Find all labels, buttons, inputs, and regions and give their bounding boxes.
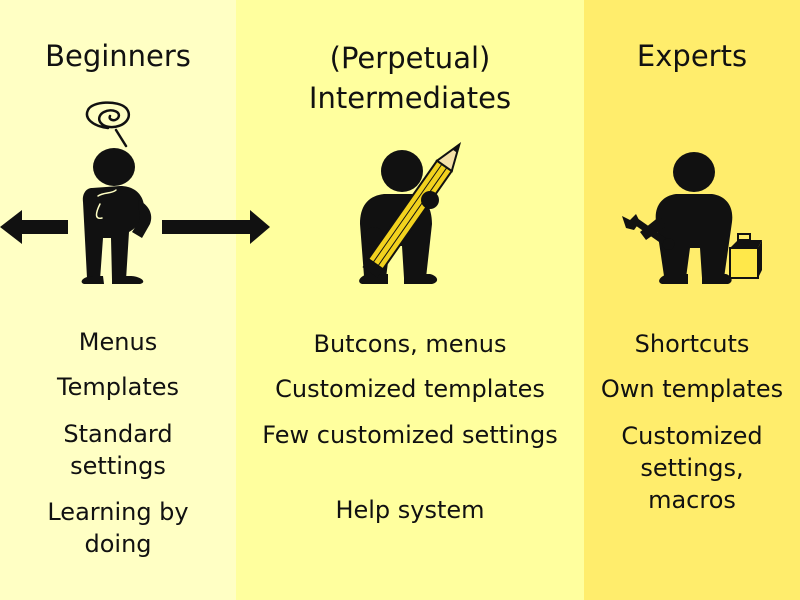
list-item: Few customized settings bbox=[262, 421, 558, 449]
list-item: Learning by doing bbox=[47, 498, 189, 558]
confused-figure-icon bbox=[81, 101, 152, 284]
bidirectional-arrow-icon bbox=[0, 210, 270, 244]
toolbox-icon bbox=[729, 233, 762, 279]
list-item: Customized templates bbox=[275, 375, 545, 403]
figure-with-tools-icon bbox=[622, 152, 762, 284]
column-title-experts: Experts bbox=[636, 39, 748, 73]
scribble-icon bbox=[85, 101, 131, 148]
list-item: Menus bbox=[78, 328, 158, 356]
list-item: Templates bbox=[56, 373, 179, 401]
arrow-right-icon bbox=[162, 210, 270, 244]
list-item: Standard settings bbox=[63, 420, 173, 480]
column-experts: Experts Shortcuts Own templates Customiz… bbox=[584, 0, 800, 600]
figure-with-pencil-icon bbox=[359, 142, 462, 284]
list-item: Own templates bbox=[600, 375, 784, 403]
column-title-intermediates: (Perpetual) Intermediates bbox=[308, 41, 512, 115]
arrow-left-icon bbox=[0, 210, 68, 244]
list-item: Customized settings, macros bbox=[621, 422, 763, 514]
list-item: Butcons, menus bbox=[313, 330, 507, 358]
pencil-icon bbox=[362, 142, 462, 278]
column-title-beginners: Beginners bbox=[45, 39, 191, 73]
list-item: Help system bbox=[335, 496, 485, 524]
wrench-icon bbox=[622, 214, 675, 250]
column-beginners: Beginners Menus Templates Standard setti… bbox=[0, 0, 236, 600]
column-intermediates: (Perpetual) Intermediates Butcons, menus… bbox=[236, 0, 584, 600]
list-item: Shortcuts bbox=[634, 330, 750, 358]
